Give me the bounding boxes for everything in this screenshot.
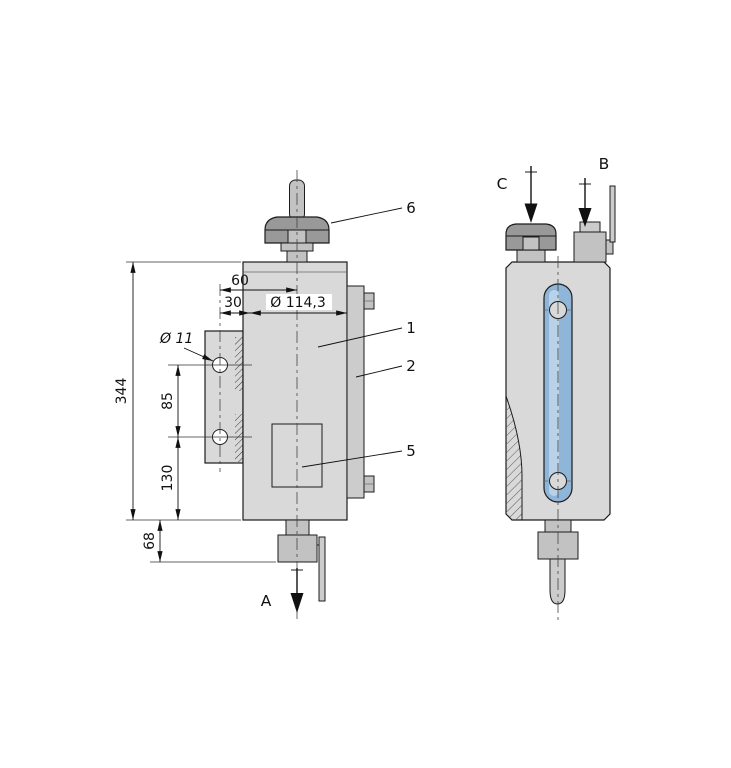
dim-hole-diameter: Ø 11 [159,331,193,347]
inlet-b-valve [573,231,607,263]
port-b-label: B [599,155,610,173]
port-c-arrow [524,203,538,223]
port-b-arrow [578,208,592,227]
leader-callout-6 [330,207,403,224]
serration-upper [235,337,243,391]
dim-130: 130 [160,465,176,492]
front-view: 60 30 Ø 114,3 344 85 130 68 Ø 11 6 1 2 5… [114,170,416,622]
callout-body: 1 [406,319,416,337]
sight-glass-highlight [549,290,559,496]
inlet-b-cap [579,221,601,233]
port-a-label: A [261,592,272,610]
leader-hole-diameter [183,347,214,362]
dim-flange-diameter: Ø 114,3 [270,295,326,311]
leader-callout-5 [301,450,403,468]
callout-knob: 6 [406,199,416,217]
drain-stem [549,558,566,605]
outlet-handle [318,536,326,602]
outlet-neck [285,519,310,536]
dim-85: 85 [160,392,176,410]
callout-flange: 2 [406,357,416,375]
port-c-label: C [497,175,508,193]
hatch-boundary [505,395,523,520]
leader-callout-2 [355,365,403,378]
port-a-arrow [290,593,304,613]
outlet-valve-body [277,534,318,563]
dim-flange-bg [266,294,332,310]
dim-344: 344 [114,378,130,405]
side-knob-hub [522,236,540,251]
callout-window: 5 [406,442,416,460]
hatch-region [506,396,522,520]
side-view: C B [497,155,616,620]
dim-30: 30 [224,295,242,311]
serration-lower [235,414,243,462]
flange-plate [346,285,365,499]
dim-68: 68 [142,532,158,550]
dim-60: 60 [231,273,249,289]
leader-callout-1 [317,327,403,348]
side-knob-neck [516,249,546,263]
inlet-b-lever [609,185,616,243]
